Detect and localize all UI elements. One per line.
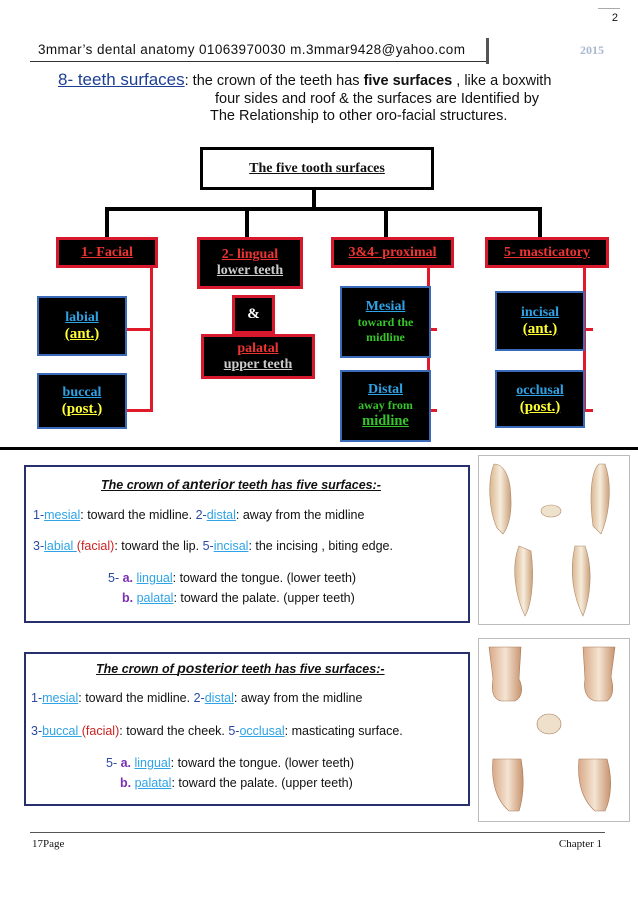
upper-teeth: upper teeth	[223, 356, 293, 372]
occlusal-post: (post.)	[519, 398, 561, 415]
footer-page: 17Page	[32, 838, 65, 850]
facial-box: 1- Facial	[56, 237, 158, 268]
connector	[105, 207, 109, 237]
posterior-box: The crown of posterior teeth has five su…	[24, 652, 470, 806]
connector	[427, 409, 437, 412]
mesial-toward: toward the	[357, 315, 414, 329]
palatal-label: palatal	[237, 340, 279, 356]
header-rule	[30, 61, 488, 62]
diagram-root-label: The five tooth surfaces	[249, 160, 385, 176]
labial-label: labial	[65, 309, 99, 325]
anterior-title: The crown of anterior teeth has five sur…	[101, 476, 381, 492]
connector	[245, 207, 249, 237]
masticatory-box: 5- masticatory	[485, 237, 609, 268]
intro-line-2: four sides and roof & the surfaces are I…	[215, 91, 540, 107]
lower-teeth: lower teeth	[216, 263, 284, 278]
buccal-box: buccal (post.)	[37, 373, 127, 429]
palatal-box: palatal upper teeth	[201, 334, 315, 379]
connector	[312, 187, 316, 209]
posterior-row-2: 3-buccal (facial): toward the cheek. 5-o…	[31, 724, 403, 738]
footer-chapter: Chapter 1	[558, 838, 602, 850]
header-divider	[486, 38, 489, 64]
incisal-label: incisal	[520, 304, 560, 320]
posterior-title: The crown of posterior teeth has five su…	[96, 660, 385, 676]
header-text: 3mmar’s dental anatomy 01063970030 m.3mm…	[38, 42, 466, 57]
connector	[123, 328, 153, 331]
diagram-root: The five tooth surfaces	[200, 147, 434, 190]
incisal-ant: (ant.)	[522, 320, 558, 337]
intro-text: : the crown of the teeth has	[184, 73, 364, 89]
labial-ant: (ant.)	[64, 325, 100, 342]
footer-rule	[30, 832, 605, 833]
anterior-row-4: b. palatal: toward the palate. (upper te…	[122, 591, 355, 605]
buccal-post: (post.)	[61, 400, 103, 417]
labial-box: labial (ant.)	[37, 296, 127, 356]
anterior-tooth-image	[478, 455, 630, 625]
intro-line-3: The Relationship to other oro-facial str…	[210, 108, 508, 124]
intro-bold: five surfaces	[363, 73, 453, 89]
connector	[427, 328, 437, 331]
distal-midline: midline	[362, 413, 409, 429]
mesial-box: Mesial toward the midline	[340, 286, 431, 358]
occlusal-label: occlusal	[516, 382, 564, 398]
connector	[105, 207, 542, 211]
anterior-box: The crown of anterior teeth has five sur…	[24, 465, 470, 623]
distal-away: away from	[358, 398, 413, 412]
distal-label: Distal	[368, 382, 403, 397]
header-year: 2015	[580, 43, 604, 57]
connector	[384, 207, 388, 237]
anterior-row-2: 3-labial (facial): toward the lip. 5-inc…	[33, 539, 393, 553]
connector	[583, 409, 593, 412]
facial-label: 1- Facial	[81, 244, 133, 260]
amp-box: &	[232, 295, 275, 334]
anterior-row-3: 5- a. lingual: toward the tongue. (lower…	[108, 571, 357, 585]
molar-illustration	[488, 646, 616, 812]
intro-text-end: , like a boxwith	[452, 73, 552, 89]
buccal-label: buccal	[62, 384, 102, 400]
intro-line-1: 8- teeth surfaces: the crown of the teet…	[58, 70, 551, 90]
page-number: 2	[611, 12, 618, 24]
lingual-label: 2- lingual	[221, 247, 279, 262]
incisal-box: incisal (ant.)	[495, 291, 585, 351]
occlusal-box: occlusal (post.)	[495, 370, 585, 428]
anterior-row-1: 1-mesial: toward the midline. 2-distal: …	[33, 508, 365, 522]
mesial-midline: midline	[366, 330, 405, 344]
lingual-box: 2- lingual lower teeth	[197, 237, 303, 289]
section-title: 8- teeth surfaces	[58, 70, 185, 89]
distal-box: Distal away from midline	[340, 370, 431, 442]
posterior-row-3: 5- a. lingual: toward the tongue. (lower…	[106, 756, 355, 770]
connector	[538, 207, 542, 237]
masticatory-label: 5- masticatory	[504, 244, 590, 260]
incisor-illustration	[489, 463, 610, 617]
connector	[150, 262, 153, 412]
proximal-label: 3&4- proximal	[348, 244, 437, 260]
section-divider	[0, 447, 638, 450]
proximal-box: 3&4- proximal	[331, 237, 454, 268]
connector	[583, 328, 593, 331]
amp-label: &	[247, 306, 260, 322]
connector	[123, 409, 153, 412]
posterior-tooth-image	[478, 638, 630, 822]
mesial-label: Mesial	[365, 299, 406, 314]
header-top-rule	[598, 8, 620, 9]
posterior-row-1: 1-mesial: toward the midline. 2-distal: …	[31, 691, 363, 705]
posterior-row-4: b. palatal: toward the palate. (upper te…	[120, 776, 353, 790]
